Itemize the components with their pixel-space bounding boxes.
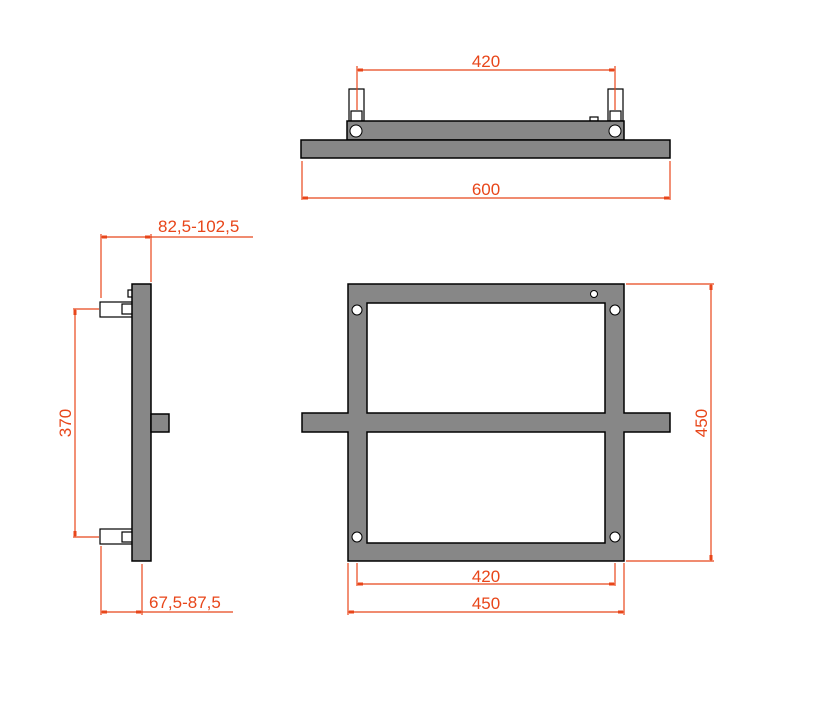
side-frame — [131, 283, 152, 562]
top-dim-600: 600 — [301, 161, 671, 200]
top-dim-600-label: 600 — [472, 180, 500, 199]
top-right-post-inner — [609, 110, 622, 122]
front-hole-bottom-left — [351, 531, 363, 543]
top-view: 420 600 — [300, 52, 671, 200]
side-dim-top-depth: 82,5-102,5 — [100, 217, 253, 298]
front-frame — [301, 283, 671, 562]
front-dim-450-height: 450 — [626, 283, 714, 562]
front-dim-450-height-label: 450 — [692, 409, 711, 437]
top-frame-block — [346, 120, 625, 141]
top-right-hole — [608, 124, 622, 138]
side-dim-370: 370 — [56, 308, 99, 538]
side-dim-top-depth-label: 82,5-102,5 — [158, 217, 239, 236]
front-dim-420: 420 — [356, 563, 616, 586]
top-bar — [300, 139, 671, 159]
top-left-hole — [349, 124, 363, 138]
top-dim-420-label: 420 — [472, 52, 500, 71]
front-hole-top-left — [351, 304, 363, 316]
side-view: 82,5-102,5 370 67,5-87,5 — [56, 217, 253, 615]
side-dim-bottom-depth: 67,5-87,5 — [100, 546, 233, 615]
front-dim-450-width: 450 — [347, 563, 625, 615]
front-hole-top-right — [609, 304, 621, 316]
front-dim-420-label: 420 — [472, 567, 500, 586]
top-dim-420: 420 — [356, 52, 616, 110]
side-dim-bottom-depth-label: 67,5-87,5 — [149, 593, 221, 612]
front-hole-bottom-right — [609, 531, 621, 543]
front-dim-450-width-label: 450 — [472, 594, 500, 613]
front-view: 420 450 450 — [301, 283, 714, 615]
side-crossbar-stub — [150, 413, 170, 433]
front-valve-hole — [590, 290, 598, 298]
side-dim-370-label: 370 — [56, 409, 75, 437]
top-left-post-inner — [350, 110, 363, 122]
